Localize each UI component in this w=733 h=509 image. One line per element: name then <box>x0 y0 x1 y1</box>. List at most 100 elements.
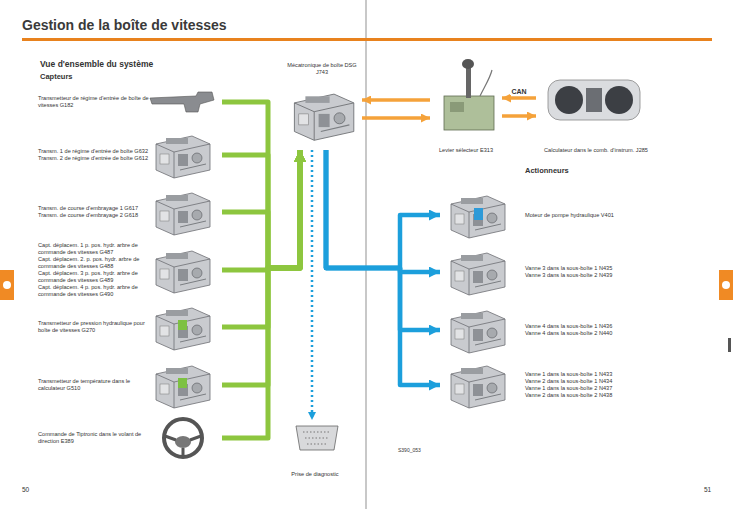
control-unit: Mécatronique de boîte DSG J743 <box>282 62 362 150</box>
text-group: Commande de Tiptronic dans le volant de … <box>38 431 154 445</box>
title-rule <box>22 38 712 41</box>
steering-spokes <box>165 436 201 456</box>
connector-arrow <box>222 150 300 327</box>
module-picture <box>156 136 210 178</box>
node-text: Transmetteur de pression hydraulique pou… <box>38 320 154 334</box>
connector-arrow <box>326 150 440 272</box>
lever-part <box>450 102 464 112</box>
mechatronic-picture <box>294 94 353 140</box>
node-text: Vanne 3 dans la sous-boîte 2 N439 <box>525 272 700 279</box>
text-group: Transm. 1 de régime d'entrée de boîte G6… <box>38 148 154 162</box>
lever-base-picture <box>444 96 494 130</box>
text-group: Transmetteur de pression hydraulique pou… <box>38 320 154 334</box>
connector-arrow <box>502 114 536 118</box>
lever-stalk <box>466 64 471 98</box>
connector-arrow <box>222 150 300 268</box>
node-text: Vanne 1 dans la sous-boîte 2 N437 <box>525 385 700 392</box>
node-text: Capt. déplacem. 4 p. pos. hydr. arbre de… <box>38 284 154 298</box>
connector-arrow <box>222 150 300 438</box>
text-group: Levier sélecteur E313 <box>430 147 502 154</box>
node-text: Levier sélecteur E313 <box>430 147 502 154</box>
selector-lever: Levier sélecteur E313 <box>430 58 502 154</box>
instrument-cluster-picture <box>548 80 640 120</box>
sensor-item: Transm. de course d'embrayage 1 G617Tran… <box>38 188 222 236</box>
socket-pins <box>303 432 331 444</box>
group-heading: Capteurs <box>40 72 73 81</box>
connector-arrow <box>326 150 440 268</box>
node-text: Moteur de pompe hydraulique V401 <box>525 212 700 219</box>
speed-sensor-picture <box>150 92 214 112</box>
text-group: Vanne 4 dans la sous-boîte 1 N436Vanne 4… <box>525 323 700 337</box>
text-group: Calculateur dans le comb. d'instrum. J28… <box>536 147 656 154</box>
node-text: Transm. 2 de régime d'entrée de boîte G6… <box>38 155 154 162</box>
text-group: Transmetteur de régime d'entrée de boîte… <box>38 95 154 109</box>
group-heading: Actionneurs <box>525 166 569 175</box>
page-number: 51 <box>704 486 711 493</box>
module-picture <box>451 196 505 238</box>
module-picture <box>451 311 505 353</box>
instrument-unit: Calculateur dans le comb. d'instrum. J28… <box>536 72 656 154</box>
text-group: Moteur de pompe hydraulique V401 <box>525 212 700 219</box>
connector-arrow <box>326 150 440 385</box>
diagnostic-socket-picture <box>296 426 338 450</box>
page-number: 50 <box>22 486 29 493</box>
lever-cable <box>480 70 492 96</box>
node-text: Vanne 4 dans la sous-boîte 2 N440 <box>525 330 700 337</box>
node-text: Calculateur dans le comb. d'instrum. J28… <box>536 147 656 154</box>
node-text: Mécatronique de boîte DSG J743 <box>287 62 357 76</box>
node-text: Transm. de course d'embrayage 1 G617 <box>38 205 154 212</box>
cluster-display <box>586 88 602 112</box>
page-title: Gestion de la boîte de vitesses <box>22 17 227 33</box>
text-group: Capt. déplacem. 1 p. pos. hydr. arbre de… <box>38 242 154 298</box>
module-picture <box>156 366 210 408</box>
highlight-part <box>178 378 187 388</box>
diagnostic-socket: Prise de diagnostic <box>278 420 352 478</box>
node-text: Commande de Tiptronic dans le volant de … <box>38 431 154 445</box>
connector-arrow <box>222 150 300 268</box>
signal-label: CAN <box>510 88 527 95</box>
sensor-item: Transmetteur de température dans le calc… <box>38 360 222 410</box>
node-text: Capt. déplacem. 3 p. pos. hydr. arbre de… <box>38 270 154 284</box>
sensor-item: Transmetteur de pression hydraulique pou… <box>38 302 222 352</box>
connector-arrow <box>326 150 440 330</box>
connector-arrow <box>362 98 430 102</box>
node-text: Vanne 2 dans la sous-boîte 2 N438 <box>525 392 700 399</box>
node-text: Vanne 4 dans la sous-boîte 1 N436 <box>525 323 700 330</box>
module-picture <box>156 308 210 350</box>
figure-number: S390_053 <box>398 447 421 453</box>
text-group: Prise de diagnostic <box>278 471 352 478</box>
module-picture <box>451 253 505 295</box>
connector-arrow <box>502 96 536 100</box>
gauge <box>555 86 583 114</box>
module-picture <box>451 366 505 408</box>
node-text: Transm. 1 de régime d'entrée de boîte G6… <box>38 148 154 155</box>
text-group: Vanne 1 dans la sous-boîte 1 N433Vanne 2… <box>525 371 700 399</box>
sensor-item: Transmetteur de régime d'entrée de boîte… <box>38 88 222 116</box>
text-group: Mécatronique de boîte DSG J743 <box>287 62 357 76</box>
connector-arrow <box>362 116 430 120</box>
side-tab <box>719 270 733 300</box>
node-text: Vanne 1 dans la sous-boîte 1 N433 <box>525 371 700 378</box>
text-group: Vanne 3 dans la sous-boîte 1 N435Vanne 3… <box>525 265 700 279</box>
node-text: Transmetteur de régime d'entrée de boîte… <box>38 95 154 109</box>
actuator-item: Vanne 1 dans la sous-boîte 1 N433Vanne 2… <box>440 358 702 412</box>
tab-icon <box>722 281 730 289</box>
sensor-item: Capt. déplacem. 1 p. pos. hydr. arbre de… <box>38 238 222 302</box>
highlight-part <box>474 208 483 220</box>
connector-arrow <box>222 150 300 270</box>
side-tab <box>0 270 14 300</box>
steering-hub <box>175 436 191 448</box>
text-group: Transm. de course d'embrayage 1 G617Tran… <box>38 205 154 219</box>
steering-wheel-picture <box>164 419 202 457</box>
node-text: Prise de diagnostic <box>278 471 352 478</box>
edge-mark <box>728 338 731 352</box>
tab-icon <box>3 281 11 289</box>
text-group: Transmetteur de température dans le calc… <box>38 378 154 392</box>
node-text: Vanne 3 dans la sous-boîte 1 N435 <box>525 265 700 272</box>
module-picture <box>156 251 210 293</box>
connector-arrow <box>222 102 300 268</box>
node-text: Capt. déplacem. 1 p. pos. hydr. arbre de… <box>38 242 154 256</box>
sensor-item: Transm. 1 de régime d'entrée de boîte G6… <box>38 128 222 182</box>
